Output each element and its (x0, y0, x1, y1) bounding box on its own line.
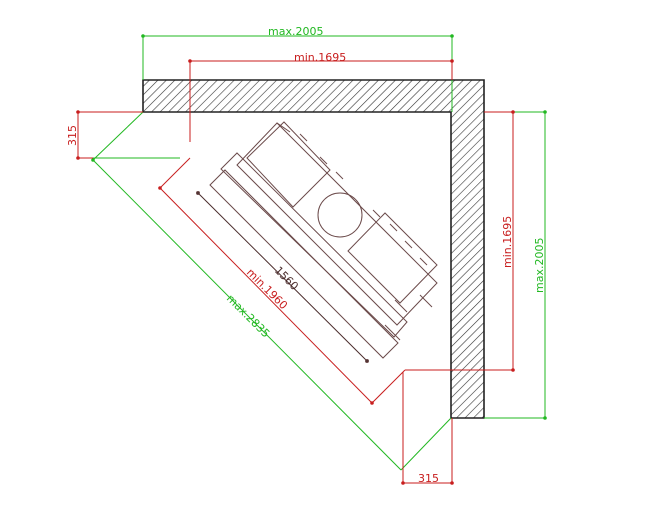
flue-outlet (317, 192, 363, 238)
unit-top-panel (246, 121, 331, 208)
label-left-offset: 315 (66, 125, 79, 146)
unit-back-panel (347, 212, 438, 304)
max-dimension-dots (91, 34, 547, 420)
corner-unit (196, 121, 438, 363)
min-dimension-dots (76, 59, 515, 485)
unit-body (236, 122, 438, 326)
label-right-min: min.1695 (501, 216, 514, 268)
dimension-1560-line (197, 192, 368, 362)
unit-frame (220, 152, 408, 338)
label-diag-max: max.2835 (224, 292, 272, 340)
wall-l-shape (142, 79, 485, 419)
min-dimension-lines (77, 60, 514, 484)
label-bottom-offset: 315 (418, 472, 439, 485)
walls (142, 79, 485, 419)
label-top-min: min.1695 (294, 51, 346, 64)
unit-front-glass (209, 169, 399, 359)
label-top-max: max.2005 (268, 25, 323, 38)
label-right-max: max.2005 (533, 238, 546, 293)
